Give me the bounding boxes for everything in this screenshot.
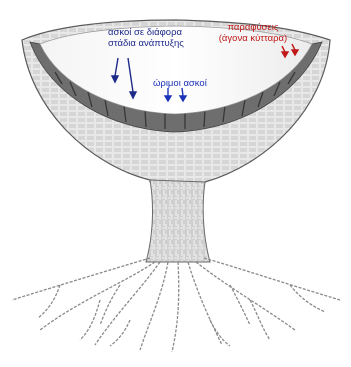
asci-stages-label: ασκοί σε διάφορα στάδια ανάπτυξης xyxy=(108,27,188,49)
stalk xyxy=(146,180,210,262)
paraphyses-subtitle: (άγονα κύτταρα) xyxy=(208,33,298,44)
paraphyses-title: παραφύσεις xyxy=(208,22,298,33)
paraphyses-label: παραφύσεις (άγονα κύτταρα) xyxy=(208,22,298,44)
ripe-asci-label: ώριμοι ασκοί xyxy=(153,78,207,89)
hyphae xyxy=(12,258,340,352)
